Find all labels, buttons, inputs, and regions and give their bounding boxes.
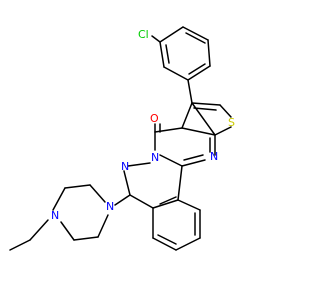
- bond: [97, 214, 109, 238]
- nitrogen-atom: N: [51, 209, 59, 222]
- chlorine-atom: Cl: [138, 28, 149, 41]
- oxygen-atom: O: [150, 112, 159, 125]
- bond: [181, 127, 216, 136]
- bond: [157, 234, 177, 245]
- bond: [127, 162, 151, 167]
- nitrogen-atom: N: [106, 200, 114, 213]
- bond: [181, 102, 193, 129]
- nitrogen-atom: N: [151, 151, 159, 164]
- bond: [191, 102, 216, 136]
- bond: [177, 199, 201, 211]
- bond: [52, 187, 66, 211]
- bond: [182, 26, 209, 41]
- bond: [177, 165, 183, 201]
- molecule-structure: Cl S O N N N N N: [9, 26, 235, 251]
- nitrogen-atom: N: [121, 160, 129, 173]
- bond: [152, 199, 179, 209]
- bond: [183, 154, 204, 161]
- bond: [175, 237, 201, 251]
- bond: [9, 239, 31, 251]
- bond: [89, 184, 106, 203]
- bond: [181, 159, 206, 167]
- bond: [165, 44, 170, 64]
- bond: [207, 39, 211, 67]
- bond: [188, 63, 206, 75]
- bond: [129, 194, 154, 209]
- bond: [123, 170, 131, 196]
- bond: [219, 104, 232, 118]
- bond: [73, 236, 99, 241]
- bond: [154, 127, 183, 133]
- bond: [60, 221, 75, 241]
- bond: [29, 219, 49, 241]
- bond: [159, 26, 184, 43]
- bond: [191, 102, 221, 106]
- bond: [185, 32, 206, 44]
- bond: [159, 196, 177, 205]
- bond: [159, 154, 183, 167]
- bond: [151, 35, 161, 43]
- bond: [163, 66, 189, 81]
- bond: [152, 237, 177, 251]
- nitrogen-atom: N: [210, 150, 218, 163]
- bond: [193, 107, 217, 111]
- bond: [64, 184, 91, 189]
- bond: [187, 65, 211, 81]
- atom-layer: Cl S O N N N N N: [51, 28, 235, 222]
- bond-layer: [9, 26, 232, 251]
- bond: [114, 194, 131, 206]
- sulfur-atom: S: [228, 116, 235, 129]
- bond: [214, 126, 232, 136]
- bond: [187, 79, 193, 104]
- bond: [159, 41, 165, 68]
